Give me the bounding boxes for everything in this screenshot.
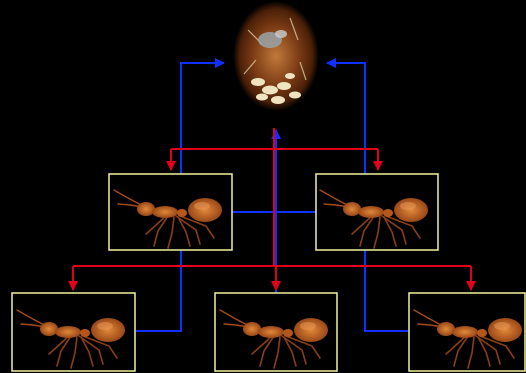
ant-bottom-center bbox=[215, 293, 337, 371]
ant-middle-right bbox=[316, 174, 438, 250]
nest-image bbox=[233, 1, 319, 111]
ant-middle-left bbox=[109, 174, 232, 250]
ant-bottom-left bbox=[12, 293, 135, 371]
ant-bottom-right bbox=[409, 293, 525, 371]
nest-node bbox=[233, 1, 319, 111]
